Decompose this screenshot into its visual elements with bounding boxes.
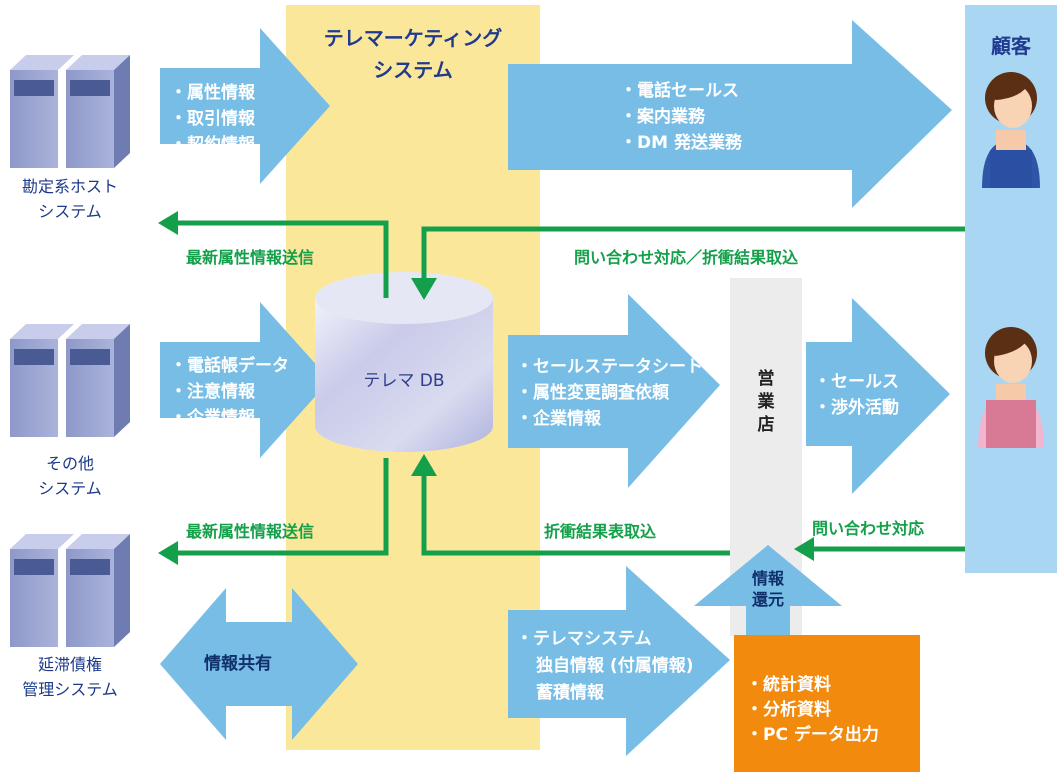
host-system-line: 勘定系ホスト <box>21 177 118 196</box>
accumulate-item: ・テレマシステム <box>516 629 652 649</box>
server-icon <box>10 55 130 168</box>
other-system-line: その他 <box>45 454 94 473</box>
to-customer-label: ・電話セールス ・案内業務 ・DM 発送業務 <box>620 78 742 156</box>
output-item: ・統計資料 <box>746 675 831 695</box>
info-share-label: 情報共有 <box>204 654 272 674</box>
arrow-to-branch <box>508 294 720 488</box>
feedback-line: 還元 <box>751 590 784 609</box>
green-arrowhead-branch <box>794 537 814 561</box>
system-title: テレマーケティング システム <box>288 22 538 86</box>
green-negotiation-table-line <box>421 470 730 556</box>
green-arrowhead-left-bottom <box>158 541 178 565</box>
branch-char: 業 <box>757 392 775 412</box>
feedback-line: 情報 <box>751 569 784 588</box>
other-in-item: ・注意情報 <box>170 382 255 402</box>
accumulate-item: 蓄積情報 <box>536 683 604 703</box>
host-system-line: システム <box>38 202 102 221</box>
other-in-label: ・電話帳データ ・注意情報 ・企業情報 <box>170 353 289 431</box>
green-arrowhead-db-top <box>411 278 437 300</box>
latest-bottom-label: 最新属性情報送信 <box>186 522 315 541</box>
green-inquiry-negotiation-line <box>421 226 965 282</box>
negotiation-table-label: 折衝結果表取込 <box>544 522 657 541</box>
host-in-label: ・属性情報 ・取引情報 ・契約情報 <box>170 80 255 158</box>
arrow-host-in <box>160 28 330 184</box>
branch-to-customer-label: ・セールス ・渉外活動 <box>814 369 899 421</box>
accumulate-item: 独自情報 (付属情報) <box>536 656 694 676</box>
other-system-label: その他 システム <box>0 451 140 501</box>
other-in-item: ・電話帳データ <box>170 356 289 376</box>
to-customer-item: ・電話セールス <box>620 81 739 101</box>
green-latest-top-line <box>170 220 389 298</box>
branch-label: 営 業 店 <box>751 368 781 437</box>
host-system-label: 勘定系ホスト システム <box>0 174 140 224</box>
arrow-branch-to-customer <box>806 298 950 494</box>
output-item: ・分析資料 <box>746 700 831 720</box>
to-branch-label: ・セールステータシート ・属性変更調査依頼 ・企業情報 <box>516 354 703 432</box>
database-cylinder <box>315 272 493 452</box>
arrow-accumulate <box>508 566 730 756</box>
inquiry-negotiation-label: 問い合わせ対応／折衝結果取込 <box>574 248 799 267</box>
arrow-to-customer <box>508 20 952 208</box>
host-in-item: ・属性情報 <box>170 83 255 103</box>
system-title-line: テレマーケティング <box>323 26 503 50</box>
server-icon <box>10 534 130 647</box>
arrow-info-share <box>160 588 358 740</box>
system-title-line: システム <box>373 58 453 82</box>
inquiry-label: 問い合わせ対応 <box>812 519 925 538</box>
branch-to-customer-item: ・渉外活動 <box>814 398 899 418</box>
to-customer-item: ・DM 発送業務 <box>620 133 742 153</box>
customer-person-icon <box>978 327 1044 448</box>
green-latest-bottom-line <box>170 458 389 556</box>
customer-person-icon <box>982 72 1040 188</box>
accumulate-label: ・テレマシステム 独自情報 (付属情報) 蓄積情報 <box>516 626 693 707</box>
other-system-line: システム <box>38 479 102 498</box>
output-list: ・統計資料 ・分析資料 ・PC データ出力 <box>746 673 879 748</box>
overdue-system-line: 管理システム <box>22 680 118 699</box>
latest-top-label: 最新属性情報送信 <box>186 248 315 267</box>
green-arrowhead-left-top <box>158 211 178 235</box>
to-branch-item: ・属性変更調査依頼 <box>516 383 669 403</box>
host-in-item: ・取引情報 <box>170 109 255 129</box>
green-arrowhead-db-bottom <box>411 454 437 476</box>
to-customer-item: ・案内業務 <box>620 107 705 127</box>
output-item: ・PC データ出力 <box>746 725 879 745</box>
branch-char: 店 <box>757 415 775 435</box>
branch-char: 営 <box>757 369 775 389</box>
customer-title: 顧客 <box>991 34 1031 58</box>
to-branch-item: ・企業情報 <box>516 409 601 429</box>
feedback-label: 情報 還元 <box>738 568 798 610</box>
to-branch-item: ・セールステータシート <box>516 357 703 377</box>
other-in-item: ・企業情報 <box>170 408 255 428</box>
branch-to-customer-item: ・セールス <box>814 372 899 392</box>
overdue-system-label: 延滞債権 管理システム <box>0 652 140 702</box>
host-in-item: ・契約情報 <box>170 135 255 155</box>
server-icon <box>10 324 130 437</box>
overdue-system-line: 延滞債権 <box>37 655 102 674</box>
database-label: テレマ DB <box>363 371 445 391</box>
output-box: ・統計資料 ・分析資料 ・PC データ出力 <box>734 635 920 772</box>
arrow-other-in <box>160 302 330 458</box>
arrow-feedback <box>694 545 842 636</box>
